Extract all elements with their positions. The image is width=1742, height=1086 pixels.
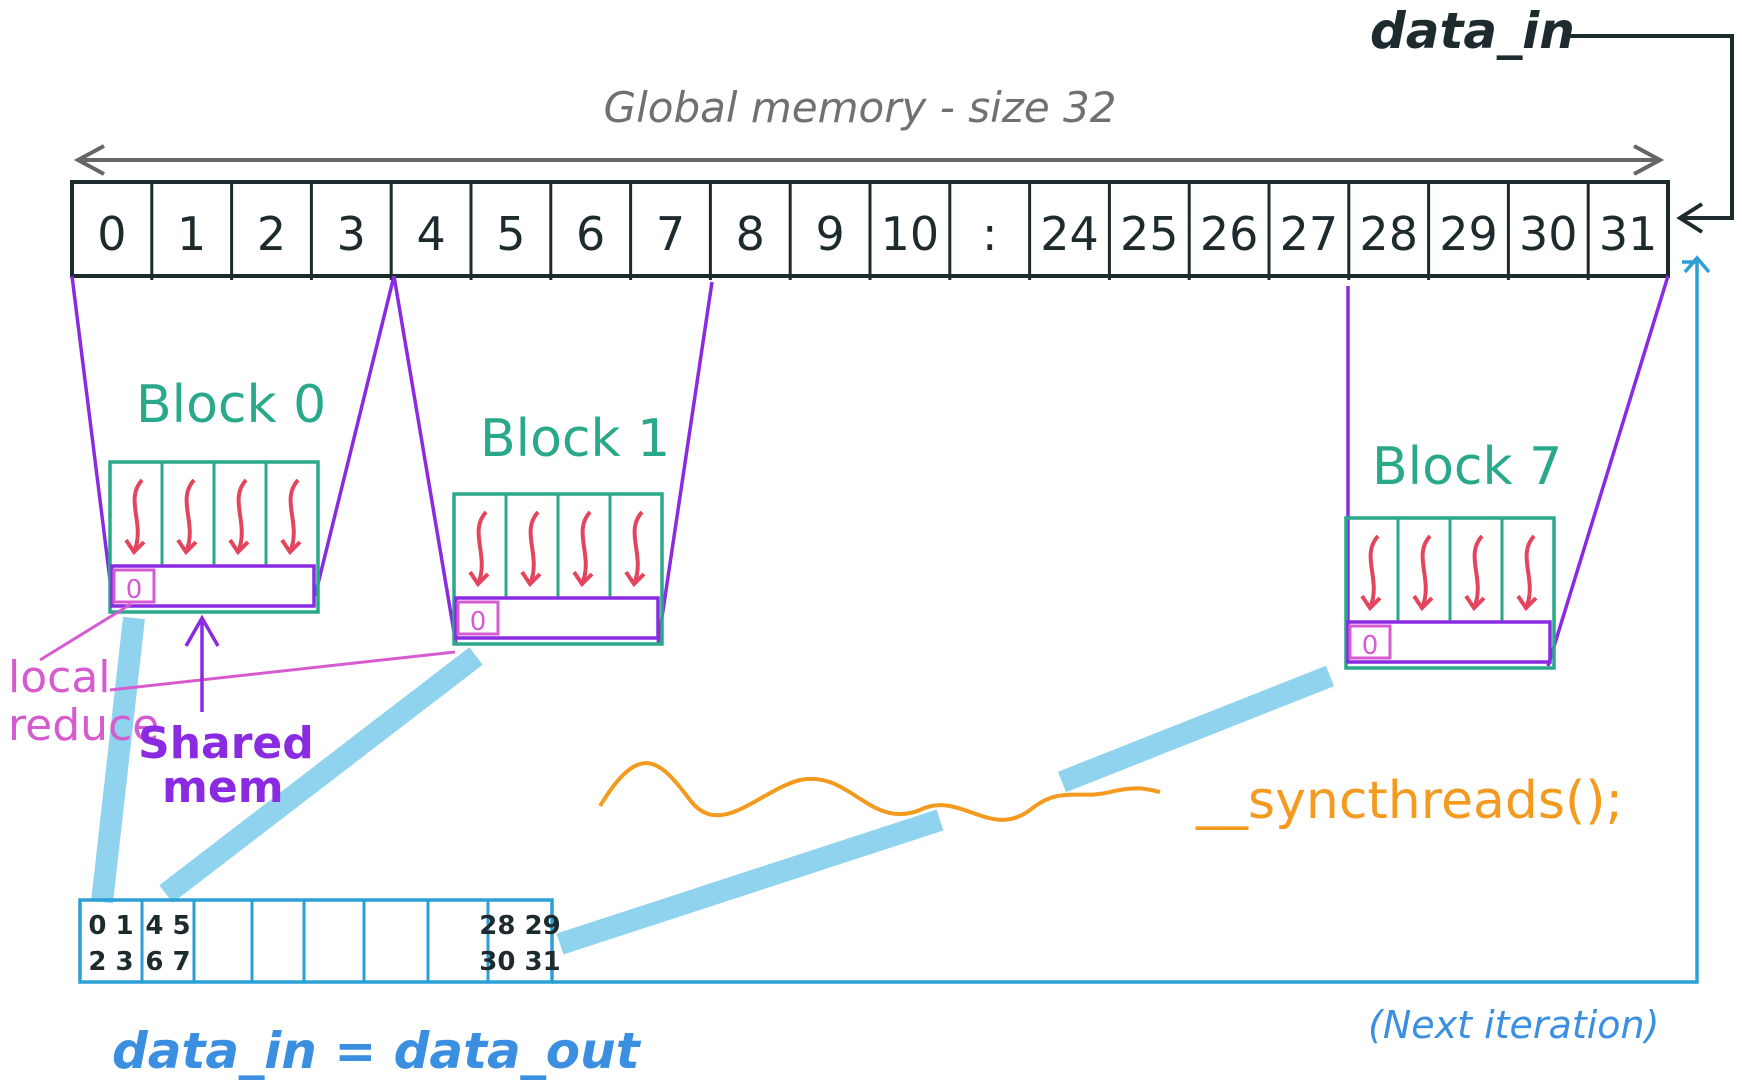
thread-arrow-icon: [468, 510, 490, 588]
thread-arrow-icon: [520, 510, 542, 588]
global-cell-value: :: [982, 207, 998, 261]
shared-mem-label-line1: Shared: [138, 718, 314, 769]
thread-arrow-icon: [624, 510, 646, 588]
data-in-label: data_in: [1370, 2, 1575, 60]
thread-arrow-icon: [1516, 534, 1538, 612]
global-cell-value: 10: [881, 207, 940, 261]
global-cell-value: 6: [576, 207, 605, 261]
global-cell-value: 28: [1359, 207, 1418, 261]
global-cell-value: 30: [1519, 207, 1578, 261]
block-0: Block 0 0: [108, 375, 326, 614]
block-label: Block 0: [136, 375, 326, 435]
thread-arrow-icon: [1360, 534, 1382, 612]
blocks-group: Block 0 0 Block 1 0 Block 7 0: [108, 375, 1562, 670]
local-reduce-value: 0: [1362, 631, 1379, 661]
local-reduce-annotation: local reduce: [8, 602, 456, 751]
global-cell-value: 3: [337, 207, 366, 261]
sync-squiggle: [598, 761, 1161, 822]
global-cell-value: 0: [97, 207, 126, 261]
local-reduce-value: 0: [126, 575, 143, 605]
thread-arrow-icon: [1412, 534, 1434, 612]
local-reduce-label-line1: local: [8, 652, 111, 703]
data-in-equals-data-out-label: data_in = data_out: [112, 1022, 642, 1080]
global-cell-value: 31: [1599, 207, 1658, 261]
output-array: 0 1 2 3 4 5 6 7 28 29 30 31: [78, 898, 561, 984]
block-1: Block 1 0: [452, 409, 670, 646]
output-cell-line1: 4 5: [145, 911, 190, 941]
block-label: Block 1: [480, 409, 670, 469]
shared-memory-bar: [454, 596, 660, 640]
output-cell-line2: 2 3: [88, 947, 133, 977]
next-iteration-label: (Next iteration): [1368, 1003, 1659, 1047]
global-cell-value: 1: [177, 207, 206, 261]
local-reduce-value: 0: [470, 607, 487, 637]
next-iteration-loop: [552, 260, 1699, 984]
global-cell-value: 25: [1120, 207, 1179, 261]
shared-mem-label-line2: mem: [162, 762, 284, 813]
global-cell-value: 27: [1280, 207, 1339, 261]
global-cell-value: 5: [496, 207, 525, 261]
syncthreads-label: __syncthreads();: [1195, 771, 1623, 831]
global-cell-value: 2: [257, 207, 286, 261]
global-memory-label: Global memory - size 32: [604, 83, 1117, 132]
output-cell-line1: 28 29: [479, 911, 560, 941]
reduction-paths: [91, 616, 1335, 955]
thread-arrow-icon: [572, 510, 594, 588]
output-cell-line2: 6 7: [145, 947, 190, 977]
output-cell-line1: 0 1: [88, 911, 133, 941]
global-cell-value: 29: [1439, 207, 1498, 261]
block-label: Block 7: [1372, 437, 1562, 497]
block-2: Block 7 0: [1344, 437, 1562, 670]
global-cell-value: 26: [1200, 207, 1259, 261]
span-arrowhead-left: [73, 144, 105, 176]
output-cell-line2: 30 31: [479, 947, 560, 977]
global-cell-value: 4: [416, 207, 445, 261]
shared-mem-annotation: Shared mem: [138, 614, 314, 813]
local-reduce-cell: [456, 600, 500, 636]
span-arrowhead-right: [1633, 144, 1665, 176]
thread-arrow-icon: [280, 478, 302, 556]
thread-arrow-icon: [1464, 534, 1486, 612]
global-cell-value: 9: [815, 207, 844, 261]
global-cell-value: 24: [1040, 207, 1099, 261]
global-cell-value: 7: [656, 207, 685, 261]
block-mapping-lines: [70, 275, 1670, 667]
data-in-arrowhead: [1676, 202, 1704, 234]
shared-memory-bar: [1346, 620, 1552, 664]
shared-memory-bar: [110, 564, 316, 608]
thread-arrow-icon: [176, 478, 198, 556]
data-in-arrow: [1568, 34, 1734, 220]
thread-arrow-icon: [124, 478, 146, 556]
output-array-frame: [78, 898, 554, 984]
local-reduce-label-line2: reduce: [8, 700, 159, 751]
local-reduce-cell: [112, 568, 156, 604]
global-cell-value: 8: [736, 207, 765, 261]
next-iteration-arrowhead: [1683, 255, 1711, 274]
local-reduce-cell: [1348, 624, 1392, 660]
thread-arrow-icon: [228, 478, 250, 556]
